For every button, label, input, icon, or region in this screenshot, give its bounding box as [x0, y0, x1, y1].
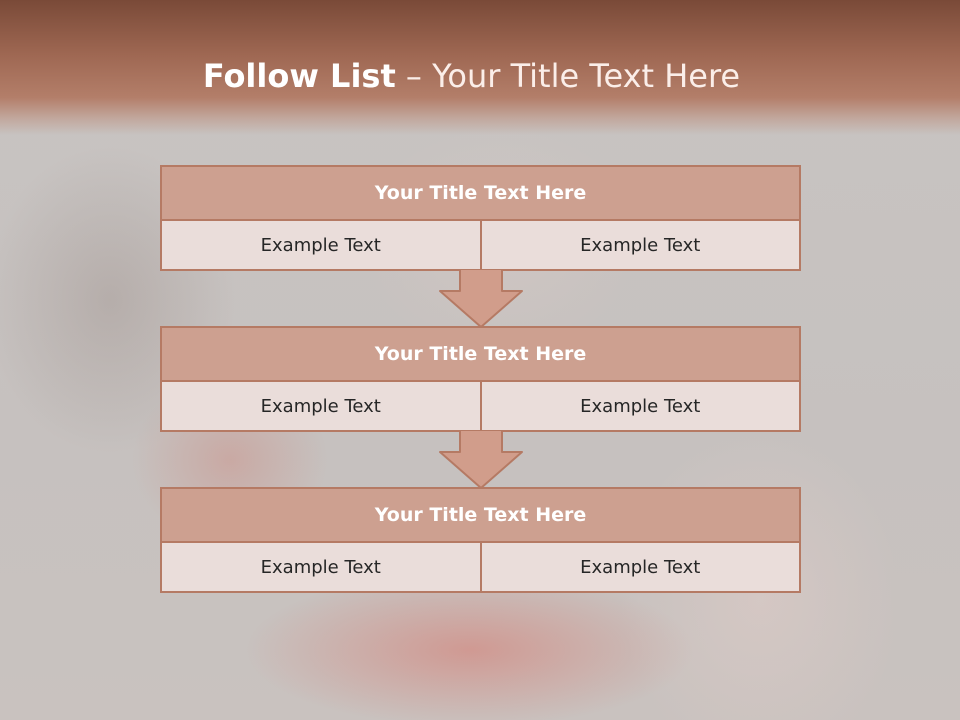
block-cell-right[interactable]: Example Text [481, 382, 801, 432]
page-title-bold: Follow List [202, 57, 396, 95]
block-cell-left[interactable]: Example Text [160, 382, 482, 432]
block-cell-right[interactable]: Example Text [481, 543, 801, 593]
block-cell-right[interactable]: Example Text [481, 221, 801, 271]
block-cell-left[interactable]: Example Text [160, 221, 482, 271]
down-arrow-icon [439, 430, 523, 489]
down-arrow-icon [439, 269, 523, 328]
block-title[interactable]: Your Title Text Here [160, 487, 801, 543]
block-cell-left[interactable]: Example Text [160, 543, 482, 593]
block-title[interactable]: Your Title Text Here [160, 326, 801, 382]
list-block-1: Your Title Text Here Example Text Exampl… [160, 165, 801, 271]
block-cells: Example Text Example Text [160, 382, 801, 432]
page-title: Follow List – Your Title Text Here [0, 54, 943, 98]
list-block-2: Your Title Text Here Example Text Exampl… [160, 326, 801, 432]
header-band [0, 0, 960, 135]
block-cells: Example Text Example Text [160, 543, 801, 593]
list-block-3: Your Title Text Here Example Text Exampl… [160, 487, 801, 593]
block-cells: Example Text Example Text [160, 221, 801, 271]
page-title-rest: – Your Title Text Here [395, 57, 741, 95]
block-title[interactable]: Your Title Text Here [160, 165, 801, 221]
